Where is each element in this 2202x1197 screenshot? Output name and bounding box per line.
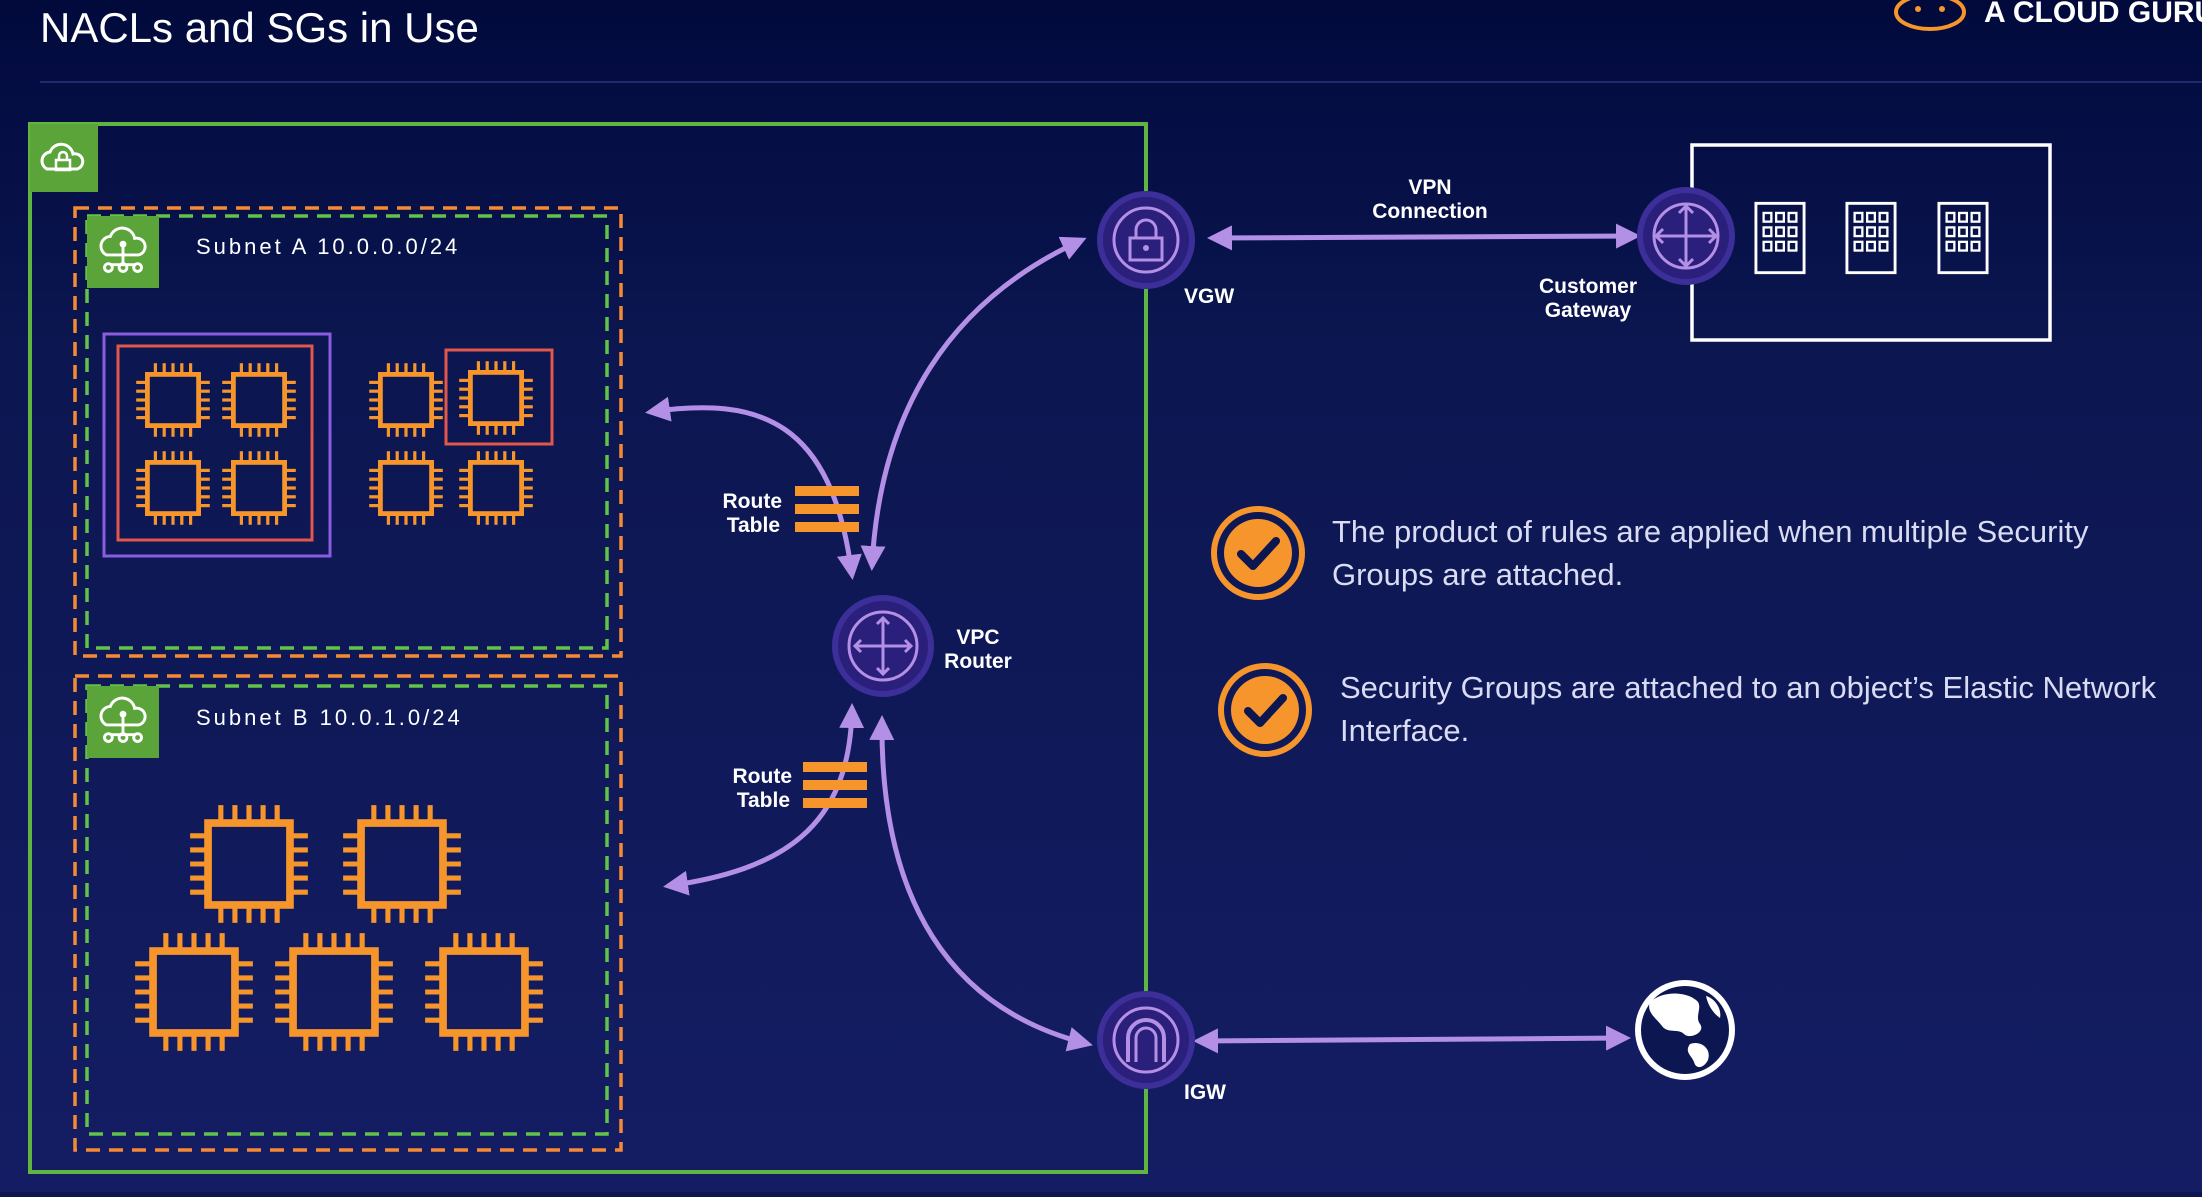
security-group-red-small: [444, 348, 554, 446]
arrow-router-to-subnet-b: [663, 703, 865, 896]
vgw-lock-icon: [1097, 191, 1195, 289]
subnet-a-boundary: [85, 214, 609, 650]
customer-gateway-line2: Gateway: [1545, 299, 1632, 322]
customer-gateway-icon: [1637, 187, 1735, 285]
security-group-purple: [102, 332, 332, 558]
security-group-red: [116, 344, 314, 542]
arrow-subnet-a-to-router: [645, 396, 862, 580]
router-label-line2: Router: [944, 650, 1012, 673]
page-title: NACLs and SGs in Use: [40, 4, 479, 51]
brand-logo-icon: [1894, 0, 1966, 31]
checkmark-icon: [1214, 509, 1302, 597]
route-table-b-line2: Table: [737, 789, 790, 812]
route-table-a-line1: Route: [723, 490, 783, 513]
arrow-vpn-connection: [1207, 223, 1641, 251]
route-table-icon: [795, 486, 859, 532]
nacl-boundary-subnet-b: [73, 674, 623, 1152]
router-label-line1: VPC: [956, 626, 999, 649]
subnet-b-boundary: [85, 684, 609, 1136]
route-table-a-line2: Table: [727, 514, 780, 537]
vgw-label: VGW: [1184, 285, 1234, 308]
arrow-router-to-vgw: [860, 236, 1087, 571]
arrow-igw-to-internet: [1193, 1025, 1631, 1054]
route-table-b-line1: Route: [733, 765, 793, 788]
vpc-boundary: [28, 122, 1148, 1174]
bullet-1-line2: Groups are attached.: [1332, 557, 1623, 592]
bullet-2-line1: Security Groups are attached to an objec…: [1340, 670, 2157, 705]
vpc-cloud-lock-icon: [30, 124, 98, 192]
route-table-icon: [803, 762, 867, 808]
vpn-label-line1: VPN: [1408, 176, 1451, 199]
vpn-label-line2: Connection: [1372, 200, 1488, 223]
brand-name: A CLOUD GURU: [1984, 0, 2202, 29]
igw-label: IGW: [1184, 1081, 1226, 1104]
igw-icon: [1097, 991, 1195, 1089]
nacl-boundary-subnet-a: [73, 206, 623, 658]
subnet-a-label: Subnet A 10.0.0.0/24: [196, 234, 460, 259]
globe-icon: [1635, 980, 1735, 1080]
arrow-router-to-igw: [869, 715, 1093, 1052]
bullet-1-line1: The product of rules are applied when mu…: [1332, 514, 2089, 549]
router-icon: [832, 595, 934, 697]
subnet-cloud-icon: [87, 216, 159, 288]
subnet-cloud-icon: [87, 686, 159, 758]
customer-gateway-line1: Customer: [1539, 275, 1637, 298]
checkmark-icon: [1221, 666, 1309, 754]
bullet-2-line2: Interface.: [1340, 713, 1469, 748]
traffic-arrows: [645, 223, 1641, 1054]
subnet-b-label: Subnet B 10.0.1.0/24: [196, 705, 463, 730]
